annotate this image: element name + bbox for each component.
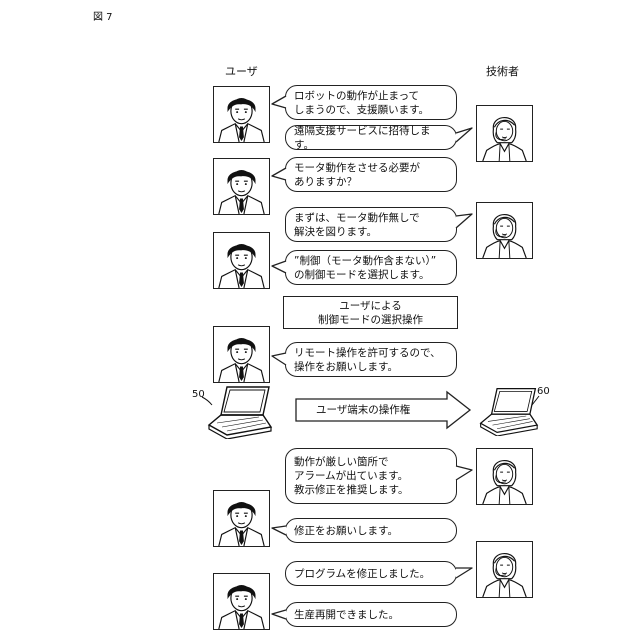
figure-label: 図 7 — [93, 8, 113, 23]
speech-bubble-technician: まずは、モータ動作無しで 解決を図ります。 — [285, 207, 457, 242]
technician-portrait-icon — [476, 541, 533, 598]
technician-portrait-icon — [476, 448, 533, 505]
operation-right-label: ユーザ端末の操作権 — [316, 402, 410, 417]
speech-bubble-user: モータ動作をさせる必要が ありますか？ — [285, 157, 457, 192]
speech-bubble-technician: 遠隔支援サービスに招待します。 — [285, 125, 457, 150]
user-column-heading: ユーザ — [225, 63, 258, 79]
message-text: リモート操作を許可するので、 操作をお願いします。 — [294, 346, 441, 374]
technician-terminal-laptop-icon — [477, 383, 539, 438]
message-text: 修正をお願いします。 — [294, 524, 398, 538]
message-text: 動作が厳しい箇所で アラームが出ています。 教示修正を推奨します。 — [294, 455, 408, 497]
speech-bubble-technician: 動作が厳しい箇所で アラームが出ています。 教示修正を推奨します。 — [285, 448, 457, 504]
speech-bubble-user: ロボットの動作が止まって しまうので、支援願います。 — [285, 85, 457, 120]
speech-bubble-user: ”制御（モータ動作含まない）” の制御モードを選択します。 — [285, 250, 457, 285]
user-portrait-icon — [213, 573, 270, 630]
message-text: モータ動作をさせる必要が ありますか？ — [294, 161, 420, 189]
message-text: プログラムを修正しました。 — [294, 567, 430, 581]
message-text: ロボットの動作が止まって しまうので、支援願います。 — [294, 89, 429, 117]
user-portrait-icon — [213, 86, 270, 143]
technician-portrait-icon — [476, 105, 533, 162]
user-terminal-laptop-icon — [205, 383, 273, 439]
message-text: ”制御（モータ動作含まない）” の制御モードを選択します。 — [294, 254, 436, 282]
user-portrait-icon — [213, 326, 270, 383]
message-text: まずは、モータ動作無しで 解決を図ります。 — [294, 211, 420, 239]
speech-bubble-user: 生産再開できました。 — [285, 602, 457, 627]
technician-portrait-icon — [476, 202, 533, 259]
speech-bubble-technician: プログラムを修正しました。 — [285, 561, 457, 586]
user-portrait-icon — [213, 158, 270, 215]
technician-terminal-reference: 60 — [537, 386, 550, 397]
user-terminal-reference: 50 — [192, 389, 205, 400]
user-portrait-icon — [213, 232, 270, 289]
technician-column-heading: 技術者 — [486, 63, 519, 79]
mode-selection-box: ユーザによる 制御モードの選択操作 — [283, 296, 458, 329]
speech-bubble-user: リモート操作を許可するので、 操作をお願いします。 — [285, 342, 457, 377]
mode-selection-text: ユーザによる 制御モードの選択操作 — [318, 299, 423, 327]
message-text: 生産再開できました。 — [294, 608, 399, 622]
user-portrait-icon — [213, 490, 270, 547]
speech-bubble-user: 修正をお願いします。 — [285, 518, 457, 543]
message-text: 遠隔支援サービスに招待します。 — [294, 124, 448, 152]
